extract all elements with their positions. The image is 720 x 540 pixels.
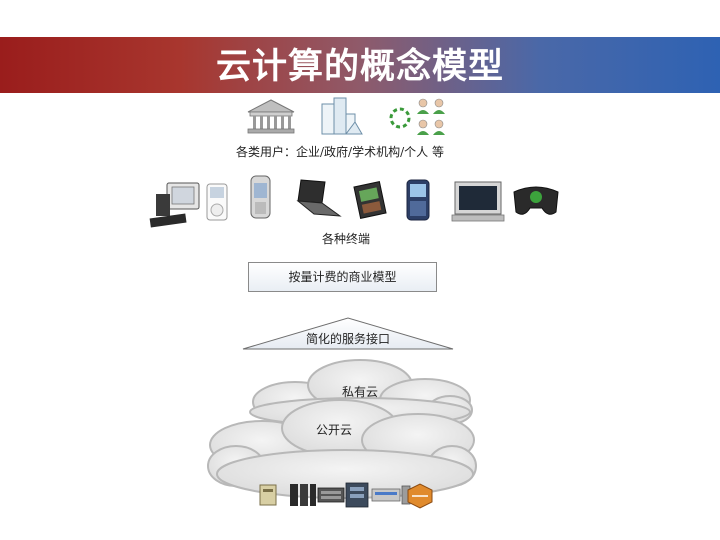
network-switch-icon	[371, 488, 401, 502]
storage-array-icon	[317, 487, 345, 503]
network-router-icon	[407, 483, 433, 509]
handheld-device-icon	[353, 181, 387, 219]
private-cloud-label: 私有云	[342, 385, 379, 399]
slide-title: 云计算的概念模型	[215, 47, 504, 87]
service-interface-label: 简化的服务接口	[306, 332, 391, 346]
devices-label: 各种终端	[322, 232, 371, 246]
server-icon	[259, 484, 277, 506]
users-label: 各类用户：企业/政府/学术机构/个人 等	[236, 145, 444, 159]
server-cabinet-icon	[345, 482, 369, 508]
television-icon	[451, 181, 505, 222]
smartphone-icon	[406, 179, 430, 221]
service-roof	[242, 317, 454, 350]
public-cloud-shape	[207, 399, 477, 499]
billing-model-box: 按量计费的商业模型	[248, 262, 437, 292]
laptop-icon	[296, 179, 342, 217]
media-player-icon	[206, 183, 228, 221]
office-building-icon	[321, 97, 363, 135]
game-controller-icon	[513, 186, 559, 215]
government-building-icon	[247, 99, 295, 134]
rack-server-icon	[290, 484, 316, 506]
desktop-computer-icon	[149, 182, 200, 228]
public-cloud-label: 公开云	[316, 423, 353, 437]
header-band	[0, 37, 720, 93]
user-group-icon	[389, 98, 445, 135]
mobile-phone-icon	[250, 175, 271, 219]
